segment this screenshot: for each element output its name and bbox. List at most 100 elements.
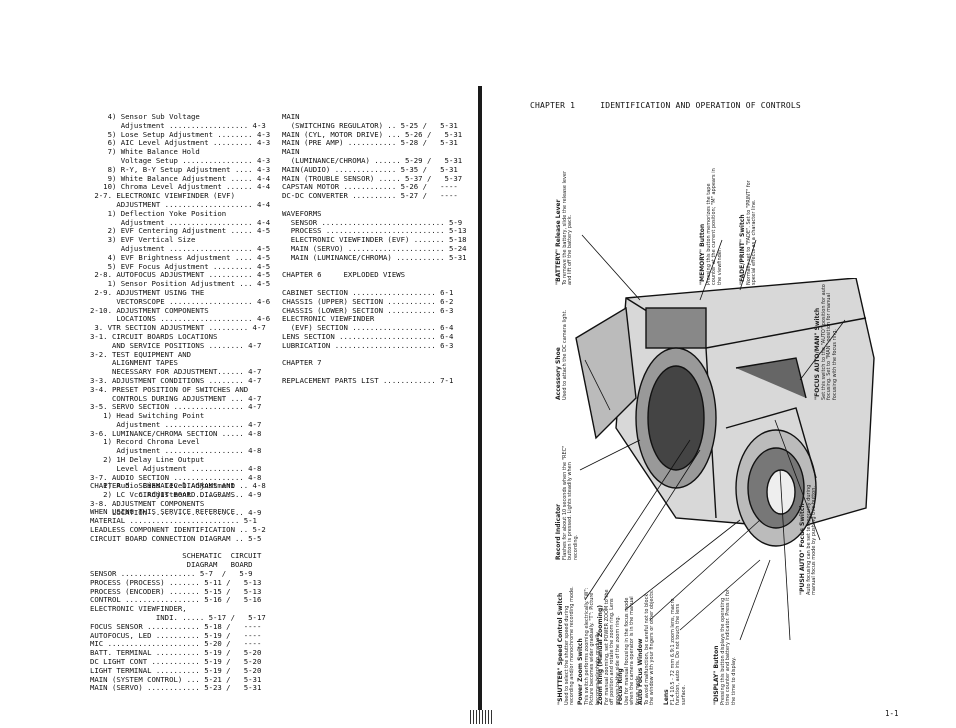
toc-line: 2-10. ADJUSTMENT COMPONENTS bbox=[90, 305, 209, 315]
toc-line: Adjustment .................. 4-7 bbox=[90, 419, 262, 429]
toc-line: Level Adjustment ............ 4-8 bbox=[90, 463, 262, 473]
toc-line: DC LIGHT CONT ........... 5-19 / 5-20 bbox=[90, 656, 262, 666]
toc-line: DC-DC CONVERTER .......... 5-27 / ---- bbox=[282, 191, 458, 201]
toc-line: MAIN (LUMINANCE/CHROMA) ........... 5-31 bbox=[282, 252, 467, 262]
toc-line: 2-9. ADJUSTMENT USING THE bbox=[90, 287, 205, 297]
callout-body: Set this switch to the "AUTO" position f… bbox=[820, 284, 838, 400]
toc-line: 2) EVF Centering Adjustment ..... 4-5 bbox=[90, 226, 271, 236]
toc-line: MAIN (TROUBLE SENSOR) ..... 5-37 / 5-37 bbox=[282, 173, 463, 183]
toc-line: LOCATION ..................... 4-9 bbox=[90, 507, 262, 517]
toc-line: NECESSARY FOR ADJUSTMENT...... 4-7 bbox=[90, 367, 262, 377]
toc-line: CHASSIS (UPPER) SECTION ........... 6-2 bbox=[282, 296, 454, 306]
toc-line: 3. VTR SECTION ADJUSTMENT ......... 4-7 bbox=[90, 323, 266, 333]
toc-line: ELECTRONIC VIEWFINDER bbox=[282, 314, 375, 324]
toc-line: REPLACEMENT PARTS LIST ............ 7-1 bbox=[282, 375, 454, 385]
toc-line: 3-8. ADJUSTMENT COMPONENTS bbox=[90, 499, 205, 509]
toc-left-column-lower: CHAPTER 5 SCHEMATIC DIAGRAMS AND CIRCUIT… bbox=[90, 481, 266, 693]
callout-body: F1.4 10.5 - 72 mm 6.9:1 zoom lens, macro… bbox=[669, 598, 687, 705]
toc-line: 3-6. LUMINANCE/CHROMA SECTION ..... 4-8 bbox=[90, 428, 262, 438]
toc-line: ADJUSTMENT .................... 4-4 bbox=[90, 199, 271, 209]
callout-body: To remove the battery, slide the release… bbox=[561, 170, 574, 285]
toc-line: 8) R-Y, B-Y Setup Adjustment .... 4-3 bbox=[90, 164, 271, 174]
toc-line: 10) Chroma Level Adjustment ...... 4-4 bbox=[90, 182, 271, 192]
toc-line: 1) Record Chroma Level bbox=[90, 437, 200, 447]
toc-line: LIGHT TERMINAL .......... 5-19 / 5-20 bbox=[90, 665, 262, 675]
toc-line: CONTROL ................. 5-16 / 5-16 bbox=[90, 595, 262, 605]
toc-line: 3) EVF Vertical Size bbox=[90, 235, 196, 245]
toc-line: 1) Head Switching Point bbox=[90, 411, 205, 421]
toc-line: MAIN (SERVO) ............ 5-23 / 5-31 bbox=[90, 683, 262, 693]
toc-line: AUTOFOCUS, LED .......... 5-19 / ---- bbox=[90, 630, 262, 640]
chapter-title: CHAPTER 1 IDENTIFICATION AND OPERATION O… bbox=[530, 101, 801, 110]
toc-line: PROCESS ........................... 5-13 bbox=[282, 226, 467, 236]
toc-line: SCHEMATIC CIRCUIT bbox=[90, 551, 262, 561]
toc-line: BATT. TERMINAL .......... 5-19 / 5-20 bbox=[90, 648, 262, 658]
toc-line: SENSOR ................. 5-7 / 5-9 bbox=[90, 568, 253, 578]
toc-line: 2-8. AUTOFOCUS ADJUSTMENT .......... 4-5 bbox=[90, 270, 271, 280]
toc-line: CHAPTER 5 SCHEMATIC DIAGRAMS AND bbox=[90, 481, 235, 490]
toc-line: CIRCUIT BOARD CONNECTION DIAGRAM .. 5-5 bbox=[90, 533, 262, 543]
toc-line: 3-7. AUDIO SECTION ................ 4-8 bbox=[90, 472, 262, 482]
toc-line: MATERIAL ......................... 5-1 bbox=[90, 516, 257, 526]
toc-line: 2) 1H Delay Line Output bbox=[90, 455, 205, 465]
callout-body: Pressing this button displays the operat… bbox=[719, 589, 737, 705]
toc-left-column-upper: 4) Sensor Sub Voltage Adjustment .......… bbox=[90, 112, 271, 518]
toc-line: 3-2. TEST EQUIPMENT AND bbox=[90, 349, 192, 359]
camcorder-illustration bbox=[575, 278, 875, 547]
toc-line: LUBRICATION ....................... 6-3 bbox=[282, 340, 454, 350]
callout-body: Pressing this button memorizes the tape … bbox=[705, 168, 723, 285]
toc-line: PROCESS (ENCODER) ....... 5-15 / 5-13 bbox=[90, 586, 262, 596]
toc-line: 3-4. PRESET POSITION OF SWITCHES AND bbox=[90, 384, 249, 394]
toc-line: DIAGRAM BOARD bbox=[90, 560, 253, 570]
toc-line: 1) Sensor Position Adjustment ... 4-5 bbox=[90, 279, 271, 289]
toc-line: ELECTRONIC VIEWFINDER (EVF) ....... 5-18 bbox=[282, 235, 467, 245]
toc-line: WHEN USING THIS SERVICE REFERENCE bbox=[90, 507, 235, 517]
callout-body: Used to attach the DC camera light. bbox=[561, 309, 568, 400]
toc-line: 5) Lose Setup Adjustment ........ 4-3 bbox=[90, 129, 271, 139]
toc-line: CAPSTAN MOTOR ............ 5-26 / ---- bbox=[282, 182, 458, 192]
toc-line: Adjustment ................... 4-5 bbox=[90, 243, 271, 253]
callout-body: Auto focusing can be set temporarily dur… bbox=[805, 484, 818, 595]
toc-line: MAIN(AUDIO) .............. 5-35 / 5-31 bbox=[282, 164, 458, 174]
callout-body: Used to select the shutter speed during … bbox=[563, 586, 576, 705]
toc-line: Adjustment .................. 4-8 bbox=[90, 446, 262, 456]
toc-line: MAIN bbox=[282, 112, 300, 121]
toc-line: 1) Audio Bias Level Adjustment .. 4-8 bbox=[90, 481, 266, 491]
callout-body: To avoid malfunction, be careful not to … bbox=[643, 589, 656, 705]
toc-line: CHAPTER 7 bbox=[282, 358, 322, 368]
toc-line: MIC ..................... 5-20 / ---- bbox=[90, 639, 262, 649]
toc-line: MAIN (CYL, MOTOR DRIVE) ... 5-26 / 5-31 bbox=[282, 129, 463, 139]
toc-line: Adjustment ................... 4-4 bbox=[90, 217, 271, 227]
callout-body: Flashes for about 10 seconds when the "R… bbox=[561, 445, 579, 560]
toc-line: Voltage Setup ................ 4-3 bbox=[90, 155, 271, 165]
toc-line: INDI. ..... 5-17 / 5-17 bbox=[90, 612, 266, 622]
toc-line: (EVF) SECTION ................... 6-4 bbox=[282, 323, 454, 333]
toc-line: CHAPTER 6 EXPLODED VIEWS bbox=[282, 270, 406, 280]
toc-line: 4) EVF Brightness Adjustment .... 4-5 bbox=[90, 252, 271, 262]
toc-line: LENS SECTION ...................... 6-4 bbox=[282, 331, 454, 341]
toc-line: ALIGNMENT TAPES bbox=[90, 358, 178, 368]
toc-line: WAVEFORMS bbox=[282, 208, 322, 218]
toc-line: VECTORSCOPE ................... 4-6 bbox=[90, 296, 271, 306]
scan-artifact bbox=[470, 710, 492, 724]
toc-line: 3-1. CIRCUIT BOARDS LOCATIONS bbox=[90, 331, 218, 341]
page-number: 1-1 bbox=[885, 709, 899, 718]
toc-line: AND SERVICE POSITIONS ........ 4-7 bbox=[90, 340, 262, 350]
toc-line: 6) AIC Level Adjustment ......... 4-3 bbox=[90, 138, 271, 148]
toc-line: MAIN (PRE AMP) ........... 5-28 / 5-31 bbox=[282, 138, 458, 148]
toc-line: LOCATIONS ..................... 4-6 bbox=[90, 314, 271, 324]
toc-line: MAIN (SERVO) ...................... 5-24 bbox=[282, 243, 467, 253]
toc-line: CIRCUIT BOARD DIAGRAMS bbox=[90, 489, 235, 499]
toc-line: 3-5. SERVO SECTION ................ 4-7 bbox=[90, 402, 262, 412]
toc-line: MAIN (SYSTEM CONTROL) ... 5-21 / 5-31 bbox=[90, 674, 262, 684]
toc-line: (LUMINANCE/CHROMA) ...... 5-29 / 5-31 bbox=[282, 155, 463, 165]
